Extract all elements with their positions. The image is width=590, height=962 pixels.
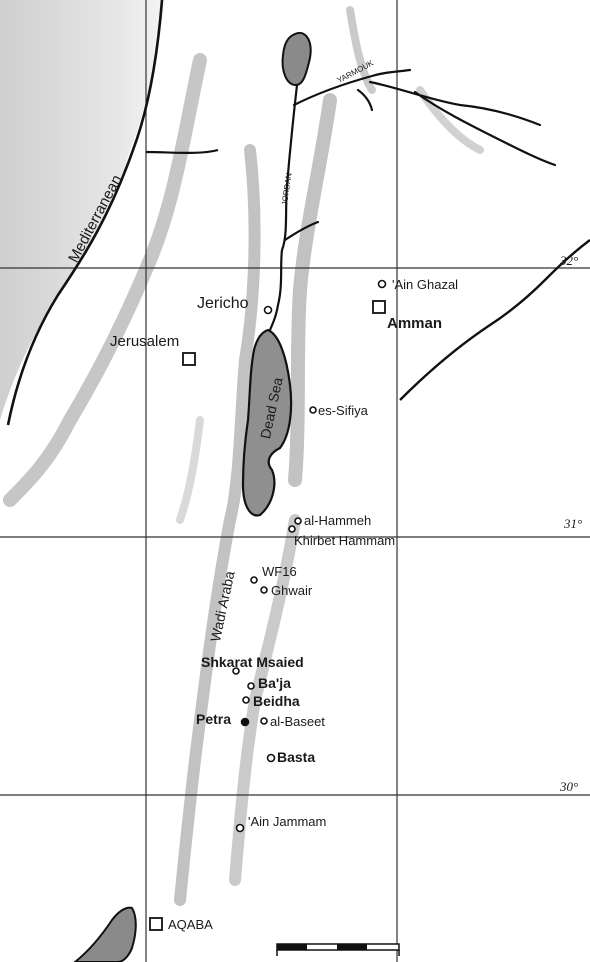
shkarat-msaied-label: Shkarat Msaied	[201, 654, 304, 670]
plateau-edge	[399, 239, 590, 401]
ghwair-label: Ghwair	[271, 583, 313, 598]
al-baseet-label: al-Baseet	[270, 714, 325, 729]
east-wadi-branch	[413, 90, 557, 167]
lake-tiberias	[281, 32, 312, 87]
wf16-marker	[250, 576, 258, 584]
coast-branch	[145, 148, 219, 154]
aqaba-label: AQABA	[168, 917, 213, 932]
aqaba-marker	[149, 917, 163, 931]
petra-marker	[240, 717, 250, 727]
petra-label: Petra	[196, 711, 232, 727]
rivers	[268, 68, 557, 332]
amman-label: Amman	[387, 315, 443, 332]
es-sifiya-label: es-Sifiya	[318, 403, 368, 418]
ain-ghazal-marker	[377, 279, 387, 289]
site-markers	[232, 279, 387, 833]
jordan-river	[268, 83, 299, 332]
latitude-30-label: 30°	[560, 779, 579, 794]
east-wadi	[368, 80, 542, 127]
es-sifiya-marker	[309, 406, 317, 414]
khirbet-hammam-marker	[288, 525, 296, 533]
jerusalem-marker	[182, 352, 196, 366]
city-markers	[149, 300, 386, 931]
al-hammeh-marker	[294, 517, 302, 525]
zarqa-river	[283, 220, 320, 242]
ain-jammam-label: 'Ain Jammam	[248, 814, 327, 829]
latitude-31-label: 31°	[564, 516, 583, 531]
basta-label: Basta	[277, 749, 316, 765]
amman-marker	[372, 300, 386, 314]
beidha-label: Beidha	[253, 693, 300, 709]
wf16-label: WF16	[262, 564, 297, 579]
beidha-marker	[242, 696, 250, 704]
coastline	[6, 0, 164, 426]
ain-jammam-marker	[235, 823, 245, 833]
dead-sea	[241, 328, 293, 517]
mediterranean-sea	[0, 0, 165, 420]
khirbet-hammam-label: Khirbet Hammam	[294, 533, 396, 548]
gulf-of-aqaba	[73, 906, 137, 962]
ghwair-marker	[260, 586, 268, 594]
jerusalem-label: Jerusalem	[110, 333, 180, 350]
ain-ghazal-label: 'Ain Ghazal	[392, 277, 459, 292]
scale-bar	[276, 943, 400, 956]
east-wadi-branch-2	[356, 88, 374, 112]
al-baseet-marker	[260, 717, 268, 725]
baja-marker	[247, 682, 255, 690]
shkarat-msaied-marker	[232, 667, 240, 675]
jericho-marker	[263, 305, 273, 315]
latitude-32-label: 32°	[560, 253, 579, 268]
yarmouk-river	[292, 68, 412, 107]
jericho-label: Jericho	[197, 295, 249, 312]
baja-label: Ba'ja	[258, 675, 291, 691]
basta-marker	[266, 753, 276, 763]
al-hammeh-label: al-Hammeh	[304, 513, 372, 528]
